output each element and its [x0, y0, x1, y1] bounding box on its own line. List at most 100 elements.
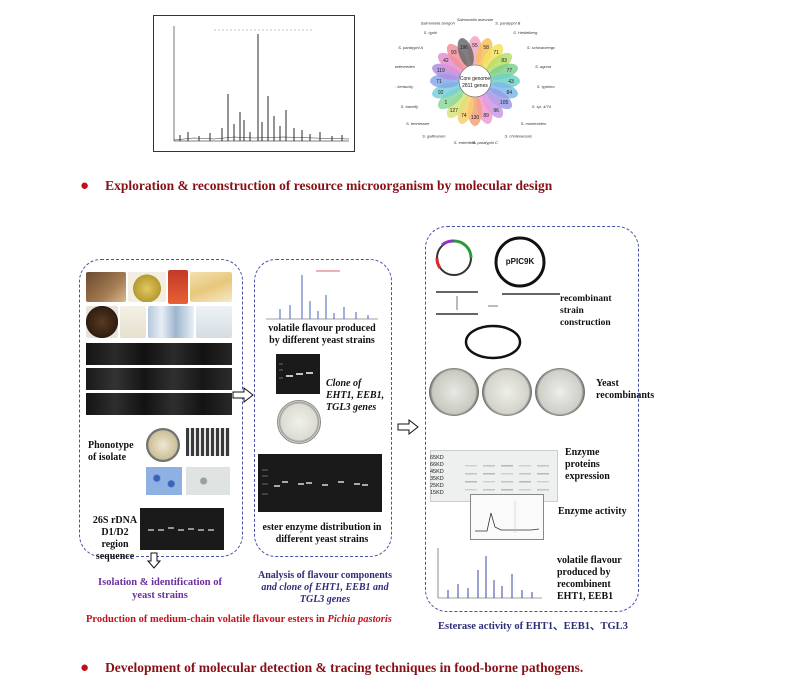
section1-heading: ● Exploration & reconstruction of resourc…: [80, 178, 552, 195]
gel-band: [465, 489, 477, 491]
gel-band: [465, 473, 477, 475]
enzyme-activity-plot: [470, 494, 544, 540]
flower-petal-value: 58: [483, 45, 489, 51]
flower-petal-value: 93: [451, 50, 457, 56]
flower-petal: [457, 38, 474, 67]
clone-label: Clone of EHT1, EEB1, TGL3 genes: [326, 378, 388, 414]
flower-petal-value: 42: [443, 58, 449, 64]
recombinant-label: recombinant strain construction: [560, 294, 612, 328]
clone-label-text: Clone of EHT1, EEB1, TGL3 genes: [326, 378, 385, 413]
flower-core: [458, 64, 492, 98]
flower-petal-value: 89: [483, 113, 489, 119]
flower-strain-label: S. montevideo: [521, 121, 547, 126]
gel-band: [519, 465, 531, 467]
flower-petal-value: 77: [506, 68, 512, 74]
flower-strain-label: S. schwarzengrund: [527, 45, 555, 50]
flower-petal-value: 1: [444, 100, 447, 106]
gel-band: [519, 473, 531, 475]
flower-strain-label: S. kentucky: [395, 84, 414, 89]
gel-band: [537, 465, 549, 467]
middle-chromatogram: [260, 265, 382, 323]
flower-petal: [437, 88, 464, 110]
yeast-plate-1: [429, 368, 479, 416]
right-panel: [425, 226, 639, 612]
gel-band: [537, 481, 549, 483]
gel-band: [501, 489, 513, 491]
gel-band: [537, 489, 549, 491]
plasmid-map-1: [432, 236, 476, 285]
gel-band: [501, 465, 513, 467]
flower-core-label: Core genome: [460, 76, 491, 82]
flower-strain-label: S. gallinarum: [422, 134, 446, 139]
gel-band: [483, 473, 495, 475]
ester-label: ester enzyme distribution in different y…: [262, 522, 382, 545]
ladder-3: 35KD: [430, 476, 444, 482]
production-caption-italic: Pichia pastoris: [327, 614, 392, 625]
flower-strain-label: S. tennessee: [406, 121, 430, 126]
flower-petal-value: 96: [493, 108, 499, 114]
flower-strain-label: S. enteritidis: [454, 140, 476, 145]
rdna-label: 26S rDNA D1/D2 region sequence: [92, 515, 138, 562]
flower-petal-value: 43: [508, 79, 514, 85]
section2-text: Development of molecular detection & tra…: [105, 660, 584, 675]
gel-band: [483, 465, 495, 467]
flower-petal: [486, 52, 513, 74]
flower-strain-label: Salmonella bongori: [421, 20, 455, 25]
chromatogram-plot: [173, 26, 350, 142]
flower-petal-value: 127: [450, 108, 459, 114]
flower-petal: [437, 52, 464, 74]
flower-petal-value: 71: [436, 79, 442, 85]
flower-strain-label: S. choleraesuis: [505, 134, 532, 139]
plasmid-label: pPIC9K: [506, 257, 535, 266]
construction-diagram: [432, 284, 564, 329]
middle-caption: Analysis of flavour components and clone…: [252, 570, 398, 606]
food-photo-4: [190, 272, 232, 302]
flower-petal-value: 74: [461, 113, 467, 119]
gel-band: [465, 481, 477, 483]
section1-text: Exploration & reconstruction of resource…: [105, 178, 553, 193]
flower-strain-label: S. paratyphi B: [495, 20, 520, 25]
gel-band: [501, 481, 513, 483]
middle-caption-line2: and clone of EHT1, EEB1 and: [261, 582, 389, 593]
flower-petal-value: 71: [493, 50, 499, 56]
flower-strain-label: S. typhi: [424, 30, 437, 35]
flower-petal: [482, 92, 504, 119]
clone-gel: [276, 354, 320, 394]
plate-row-3: [86, 393, 232, 415]
right-arrow-icon-1: [232, 386, 254, 408]
ladder-0: 65KD: [430, 455, 444, 461]
gel-band: [465, 465, 477, 467]
phenotype-plate: [146, 428, 180, 462]
food-photo-8: [196, 306, 232, 338]
flower-petal-value: 119: [437, 68, 445, 74]
section2-bullet: ●: [80, 660, 90, 676]
yeast-recombinants-label: Yeast recombinants: [596, 378, 655, 401]
ester-gel: [258, 454, 382, 512]
plasmid-map-3: [462, 322, 524, 367]
sds-gel: [430, 450, 558, 502]
section1-bullet: ●: [80, 178, 90, 194]
gel-band: [537, 473, 549, 475]
flower-strain-label: S. paratyphi C: [473, 140, 498, 145]
chromatogram-figure: [153, 15, 355, 152]
middle-caption-line3: TGL3 genes: [299, 594, 351, 605]
ladder-1: 66KD: [430, 462, 444, 468]
flower-strain-label: S. typhimurium: [537, 84, 555, 89]
food-photo-6: [120, 306, 146, 338]
section2-heading: ● Development of molecular detection & tr…: [80, 660, 583, 677]
phenotype-tubes: [186, 428, 230, 456]
flower-petal: [446, 92, 468, 119]
ladder-5: 15KD: [430, 490, 444, 496]
food-photo-1: [86, 272, 126, 302]
yeast-plate-3: [535, 368, 585, 416]
gel-band: [519, 481, 531, 483]
yeast-plate-2: [482, 368, 532, 416]
enzyme-activity-label: Enzyme activity: [558, 506, 627, 517]
gel-band: [483, 489, 495, 491]
microscopy-1: [146, 467, 182, 495]
plate-row-1: [86, 343, 232, 365]
middle-volatile-label: volatile flavour produced by different y…: [268, 323, 376, 346]
flower-strain-label: S. weltevreden: [395, 64, 416, 69]
clone-plate: [277, 400, 321, 444]
